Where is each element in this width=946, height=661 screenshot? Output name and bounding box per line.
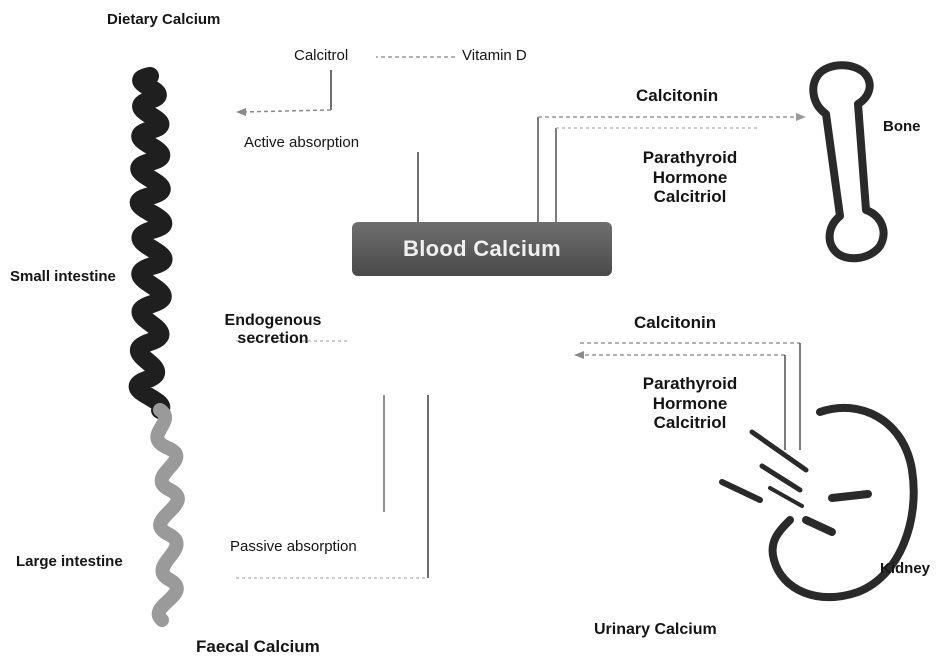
large-intestine-label: Large intestine: [16, 553, 123, 570]
vitamin-d-label: Vitamin D: [462, 47, 527, 64]
endogenous-line1: Endogenous: [208, 312, 338, 330]
dietary-calcium-label: Dietary Calcium: [107, 11, 220, 28]
bone-hormone-label: Hormone: [620, 168, 760, 188]
large-intestine-coil: [157, 410, 178, 620]
kidney-calcitriol-label: Calcitriol: [620, 413, 760, 433]
small-intestine-coil: [138, 76, 164, 410]
bone-label: Bone: [883, 118, 921, 135]
bone-arrowhead: [796, 113, 806, 121]
small-intestine-label: Small intestine: [10, 268, 116, 285]
bone-calcitriol-label: Calcitriol: [620, 187, 760, 207]
endogenous-line2: secretion: [208, 330, 338, 348]
endogenous-secretion-label: Endogenous secretion: [208, 312, 338, 349]
passive-absorption-label: Passive absorption: [230, 538, 357, 555]
active-absorption-label: Active absorption: [244, 134, 359, 151]
urinary-calcium-label: Urinary Calcium: [594, 621, 717, 639]
bone-hormone-group: Parathyroid Hormone Calcitriol: [620, 148, 760, 207]
active-absorption-arrowhead: [236, 108, 246, 116]
blood-calcium-label: Blood Calcium: [403, 236, 561, 262]
kidney-arrowhead: [574, 351, 584, 359]
active-absorption-arrow: [240, 110, 331, 112]
bone-calcitonin-label: Calcitonin: [636, 86, 718, 106]
kidney-hormone-group: Parathyroid Hormone Calcitriol: [620, 374, 760, 433]
kidney-hormone-label: Hormone: [620, 394, 760, 414]
blood-calcium-box: Blood Calcium: [352, 222, 612, 276]
calcitrol-label: Calcitrol: [294, 47, 348, 64]
kidney-calcitonin-label: Calcitonin: [634, 313, 716, 333]
kidney-label: Kidney: [880, 560, 930, 577]
faecal-calcium-label: Faecal Calcium: [196, 637, 320, 657]
bone-illustration: [813, 65, 883, 258]
bone-parathyroid-label: Parathyroid: [620, 148, 760, 168]
kidney-parathyroid-label: Parathyroid: [620, 374, 760, 394]
